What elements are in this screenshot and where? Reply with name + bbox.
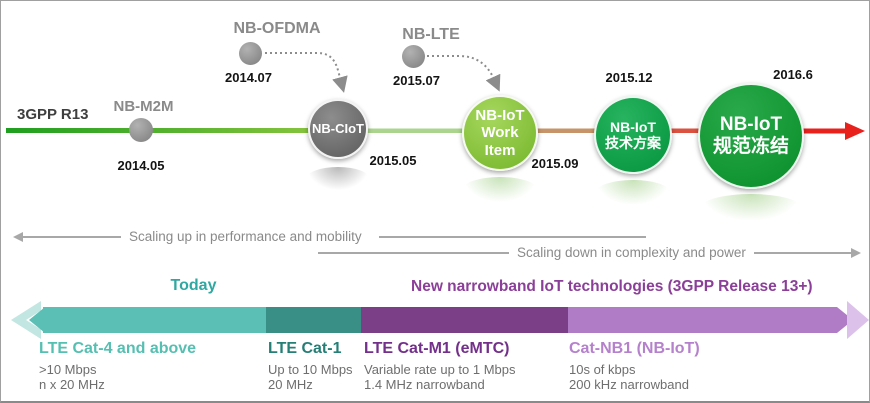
milestone-circle-label-line2: Work Item bbox=[481, 124, 519, 159]
today-label: Today bbox=[170, 277, 217, 294]
band-segment-cat-nb1 bbox=[568, 307, 837, 333]
milestone-circle-nb-ciot: NB-CIoT bbox=[308, 99, 368, 159]
scaling-down-arrowhead-icon bbox=[851, 248, 861, 258]
band-name: LTE Cat-1 bbox=[268, 340, 342, 357]
band-detail-rate: Up to 10 Mbps bbox=[268, 362, 353, 377]
milestone-dot-nb-lte bbox=[402, 45, 425, 68]
milestone-date-nb-lte: 2015.07 bbox=[393, 73, 440, 88]
scaling-up-arrowhead-icon bbox=[13, 232, 23, 242]
band-info-lte-catm1: LTE Cat-M1 (eMTC) Variable rate up to 1 … bbox=[364, 340, 516, 392]
milestone-date-nb-ciot: 2015.05 bbox=[369, 153, 417, 168]
band-detail-bandwidth: 200 kHz narrowband bbox=[569, 377, 689, 392]
milestone-circle-nb-iot-freeze: NB-IoT 规范冻结 bbox=[698, 83, 804, 189]
milestone-circle-label-line1: NB-IoT bbox=[475, 107, 525, 125]
release-label: 3GPP R13 bbox=[17, 106, 89, 123]
reflection-nb-iot-tech bbox=[595, 180, 671, 206]
new-technologies-label: New narrowband IoT technologies (3GPP Re… bbox=[411, 278, 813, 295]
milestone-label-nb-lte: NB-LTE bbox=[402, 26, 460, 43]
milestone-date-nb-iot-tech: 2015.12 bbox=[605, 70, 653, 85]
milestone-label-nb-ofdma: NB-OFDMA bbox=[233, 20, 321, 37]
band-name: LTE Cat-4 and above bbox=[39, 340, 197, 357]
milestone-circle-label-line2: 规范冻结 bbox=[712, 136, 789, 157]
milestone-label-nb-m2m: NB-M2M bbox=[113, 98, 174, 115]
band-segment-lte-cat4 bbox=[43, 307, 266, 333]
band-bar-right-chevron-icon bbox=[847, 301, 869, 339]
reflection-nb-ciot bbox=[306, 167, 370, 191]
milestone-circle-nb-iot-tech: NB-IoT 技术方案 bbox=[594, 96, 672, 174]
milestone-circle-label-line1: NB-IoT bbox=[719, 114, 783, 136]
band-segment-lte-catm1 bbox=[361, 307, 568, 333]
scaling-up-line-left bbox=[21, 236, 121, 238]
milestone-date-nb-iot-work-item: 2015.09 bbox=[531, 156, 579, 171]
timeline-red-arrowhead bbox=[845, 122, 865, 140]
band-info-cat-nb1: Cat-NB1 (NB-IoT) 10s of kbps 200 kHz nar… bbox=[569, 340, 700, 392]
scaling-up-line-right bbox=[379, 236, 646, 238]
timeline-segment-green bbox=[6, 128, 331, 133]
band-detail-bandwidth: n x 20 MHz bbox=[39, 377, 105, 392]
band-bar-left-tip bbox=[29, 307, 45, 333]
band-detail-rate: 10s of kbps bbox=[569, 362, 636, 377]
band-name: LTE Cat-M1 (eMTC) bbox=[364, 340, 510, 357]
band-detail-rate: >10 Mbps bbox=[39, 362, 97, 377]
milestone-date-nb-iot-freeze: 2016.6 bbox=[773, 67, 813, 82]
band-info-lte-cat1: LTE Cat-1 Up to 10 Mbps 20 MHz bbox=[268, 340, 353, 392]
milestone-circle-nb-iot-work-item: NB-IoT Work Item bbox=[462, 95, 538, 171]
milestone-circle-label: NB-CIoT bbox=[312, 120, 364, 136]
band-bar bbox=[43, 307, 837, 333]
milestone-circle-label-line2: 技术方案 bbox=[605, 135, 661, 151]
milestone-date-nb-ofdma: 2014.07 bbox=[225, 70, 272, 85]
scaling-down-line-right bbox=[754, 252, 851, 254]
milestone-circle-label-line1: NB-IoT bbox=[610, 118, 656, 135]
reflection-nb-iot-freeze bbox=[700, 194, 802, 222]
band-detail-bandwidth: 20 MHz bbox=[268, 377, 313, 392]
reflection-nb-iot-work-item bbox=[462, 177, 538, 203]
band-segment-lte-cat1 bbox=[266, 307, 361, 333]
scaling-up-label: Scaling up in performance and mobility bbox=[129, 229, 362, 244]
milestone-dot-nb-ofdma bbox=[239, 42, 262, 65]
band-detail-bandwidth: 1.4 MHz narrowband bbox=[364, 377, 485, 392]
scaling-down-label: Scaling down in complexity and power bbox=[517, 245, 746, 260]
band-name: Cat-NB1 (NB-IoT) bbox=[569, 340, 700, 357]
scaling-down-line-left bbox=[318, 252, 509, 254]
band-detail-rate: Variable rate up to 1 Mbps bbox=[364, 362, 516, 377]
milestone-dot-nb-m2m bbox=[129, 118, 153, 142]
band-info-lte-cat4: LTE Cat-4 and above >10 Mbps n x 20 MHz bbox=[39, 340, 196, 392]
milestone-date-nb-m2m: 2014.05 bbox=[117, 158, 165, 173]
